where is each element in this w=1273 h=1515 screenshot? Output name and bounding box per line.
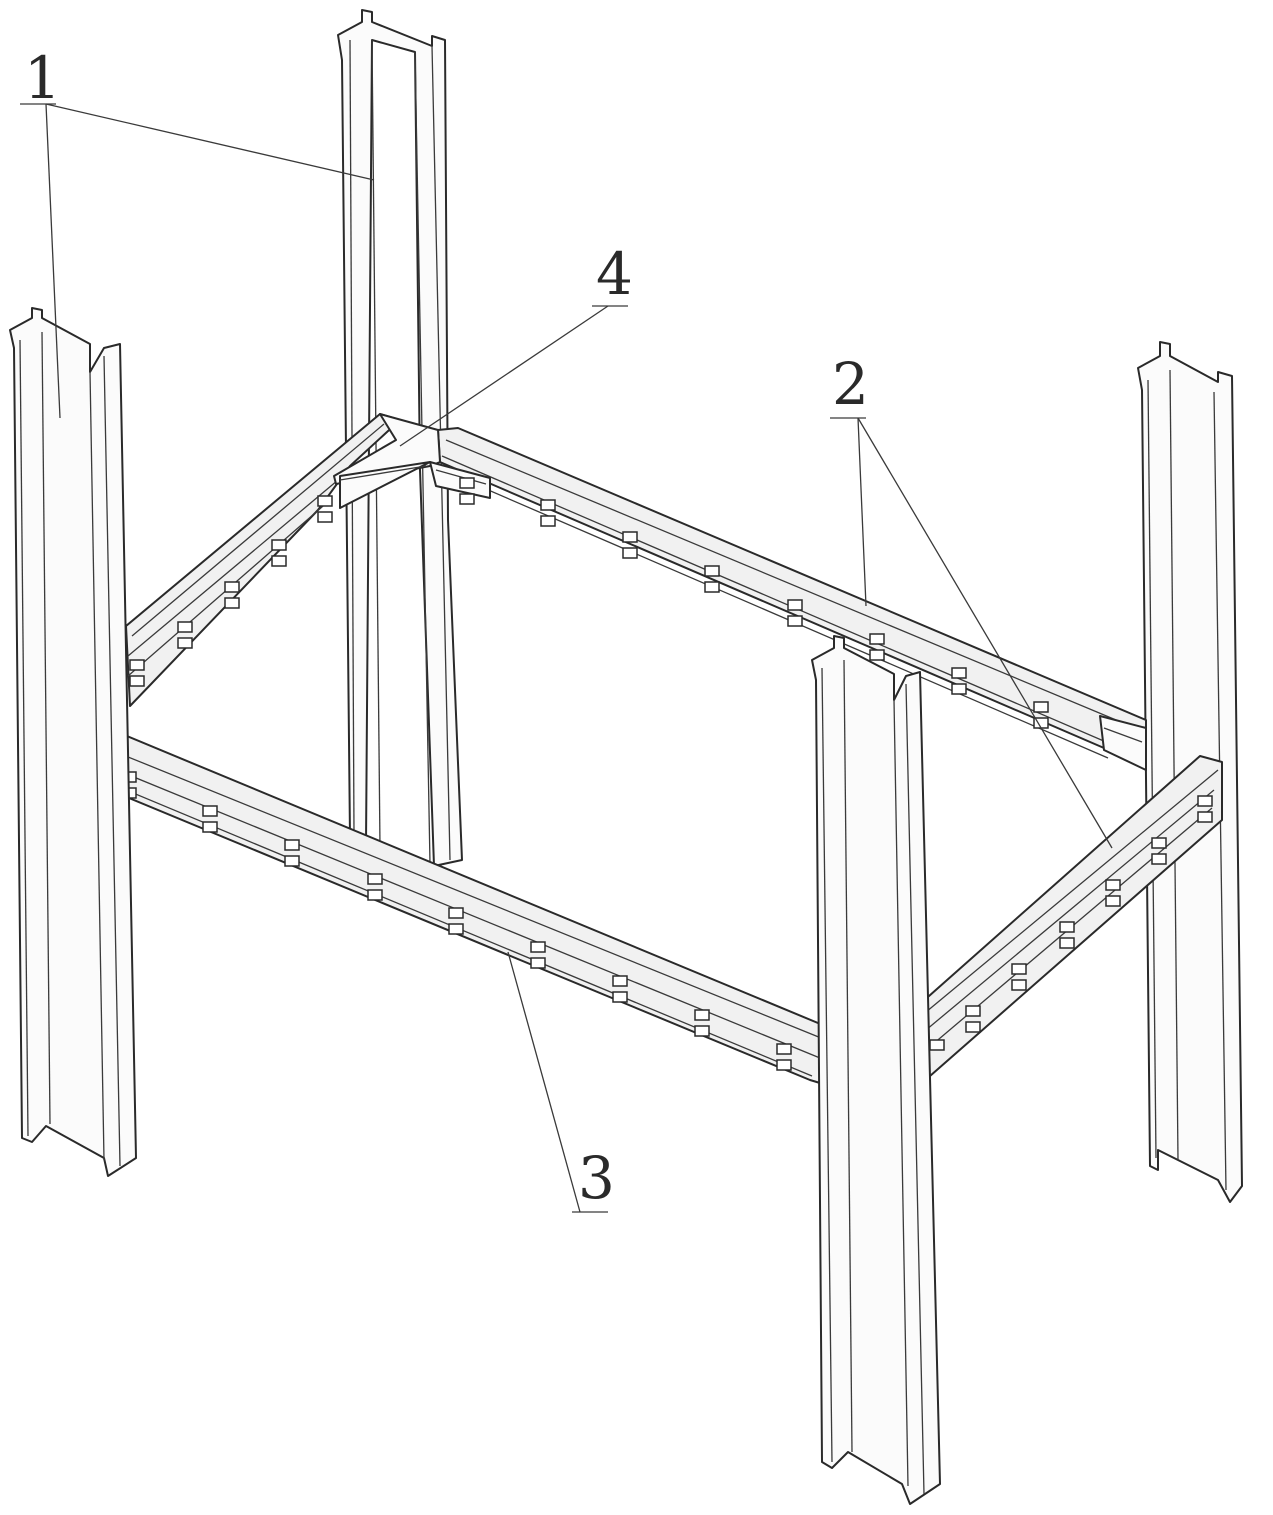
corner-gusset-back-right — [1099, 715, 1147, 771]
callout-4: 4 — [596, 240, 633, 308]
callout-2: 2 — [832, 350, 869, 418]
leader-lines — [20, 103, 1113, 1213]
callout-3: 3 — [578, 1144, 615, 1212]
callout-1: 1 — [24, 44, 61, 112]
callout-labels: 1 4 2 3 — [24, 44, 869, 1212]
column-front-left — [9, 307, 137, 1177]
column-front-right — [811, 635, 941, 1505]
beam-front-long — [99, 733, 831, 1087]
